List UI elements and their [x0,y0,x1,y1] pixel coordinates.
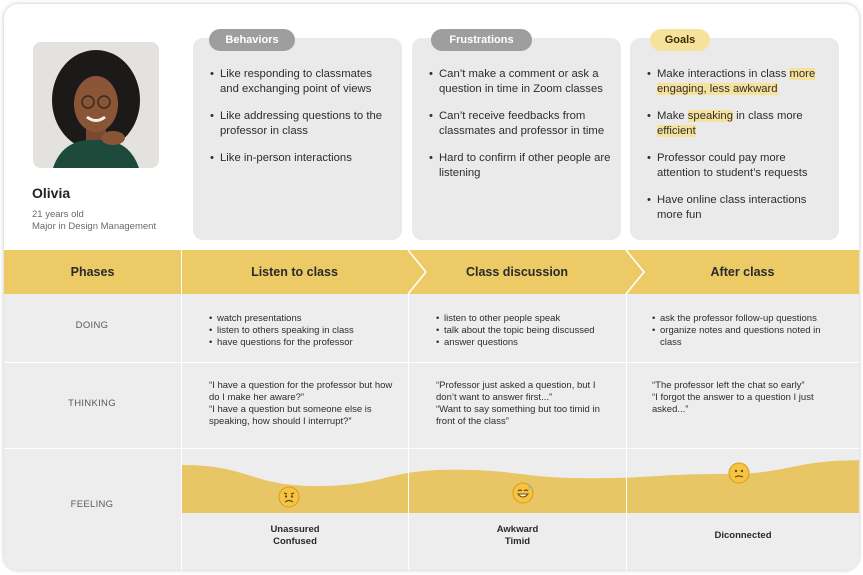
doing-label: DOING [75,320,109,331]
thought-quote: “Professor just asked a question, but I … [436,380,596,403]
behaviors-pill: Behaviors [209,29,295,51]
frustrations-pill: Frustrations [431,29,532,51]
goal-text: Make [657,110,688,122]
sweat-smile-face-icon [512,482,534,504]
thought-quote: “I have a question for the professor but… [209,380,393,403]
goal-text: in class more [733,110,803,122]
doing-item: watch presentations [209,313,399,325]
avatar-illustration [33,42,159,168]
goals-list: Make interactions in class more engaging… [630,38,839,222]
row-divider [4,362,859,363]
frustrations-card: Frustrations Can’t make a comment or ask… [412,29,621,240]
frustrations-list: Can’t make a comment or ask a question i… [412,38,621,180]
column-divider [408,294,409,570]
frustration-item: Can’t make a comment or ask a question i… [429,67,611,96]
row-divider [4,448,859,449]
behavior-item: Like addressing questions to the profess… [210,109,392,138]
thinking-cell: “I have a question for the professor but… [209,380,394,428]
behavior-item: Like in-person interactions [210,151,392,166]
thought-quote: “Want to say something but too timid in … [436,404,600,427]
doing-cell: listen to other people speak talk about … [436,313,621,349]
goals-card: Goals Make interactions in class more en… [630,29,839,240]
doing-cell: watch presentations listen to others spe… [209,313,399,349]
phase-listen: Listen to class [251,265,338,279]
doing-item: listen to others speaking in class [209,325,399,337]
goal-highlight: engaging, less awkward [657,82,778,95]
doing-item: organize notes and questions noted in cl… [652,325,832,349]
column-divider [181,250,182,570]
doing-cell: ask the professor follow-up questions or… [652,313,832,349]
goal-text: Make interactions in class [657,68,790,80]
thinking-row [4,363,859,448]
persona-age: 21 years old [32,209,84,220]
thought-quote: “The professor left the chat so early” [652,380,805,391]
phase-arrows [407,250,646,294]
doing-item: listen to other people speak [436,313,621,325]
phases-heading: Phases [70,265,115,279]
persona-avatar [33,42,159,168]
confused-face-icon [728,462,750,484]
persona-major: Major in Design Management [32,221,157,232]
frustration-item: Can’t receive feedbacks from classmates … [429,109,611,138]
column-divider [408,449,409,570]
thought-quote: “I have a question but someone else is s… [209,404,372,427]
goal-item: Professor could pay more attention to st… [647,151,829,180]
behaviors-list: Like responding to classmates and exchan… [193,38,402,166]
feeling-word: Unassured [270,524,320,535]
worried-face-icon [278,486,300,508]
thinking-cell: “Professor just asked a question, but I … [436,380,612,428]
behaviors-card: Behaviors Like responding to classmates … [193,29,402,240]
feeling-label-discussion: Awkward Timid [409,524,626,548]
phase-after: After class [710,265,775,279]
goals-pill: Goals [650,29,710,51]
goal-item: Have online class interactions more fun [647,193,829,222]
frustration-item: Hard to confirm if other people are list… [429,151,611,180]
persona-journey-map: Olivia 21 years old Major in Design Mana… [4,4,859,570]
goal-item: Make interactions in class more engaging… [647,67,829,96]
goal-highlight: more [789,68,816,80]
doing-item: have questions for the professor [209,337,399,349]
column-divider [626,294,627,570]
doing-item: ask the professor follow-up questions [652,313,832,325]
thought-quote: “I forgot the answer to a question I jus… [652,392,814,415]
goal-highlight: speaking [687,110,733,122]
feeling-label: FEELING [70,499,114,510]
doing-item: talk about the topic being discussed [436,325,621,337]
feeling-word: Awkward [496,524,539,535]
feeling-word: Timid [504,536,531,547]
thinking-label: THINKING [68,398,116,409]
feeling-word: Confused [273,536,317,547]
feeling-label-after: Diconnected [627,530,859,542]
phase-header [4,250,859,294]
persona-name: Olivia [32,185,71,201]
column-divider [626,449,627,570]
feeling-label-listen: Unassured Confused [182,524,408,548]
behavior-item: Like responding to classmates and exchan… [210,67,392,96]
doing-item: answer questions [436,337,621,349]
thinking-cell: “The professor left the chat so early” “… [652,380,830,416]
feeling-word: Diconnected [714,530,772,541]
goal-item: Make speaking in class more efficient [647,109,829,138]
goal-highlight: efficient [657,124,696,137]
phase-discussion: Class discussion [465,265,569,279]
